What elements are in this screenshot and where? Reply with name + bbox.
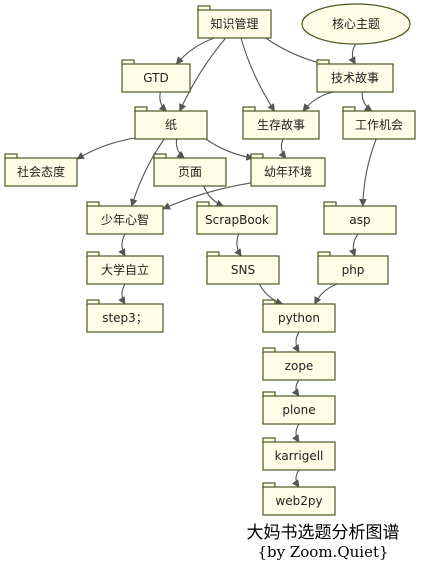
node-hexin-shape [301, 3, 411, 45]
node-zope-label: zope [285, 359, 314, 373]
node-web2py-label: web2py [275, 494, 322, 508]
node-sns-label: SNS [231, 263, 255, 277]
edge-zhishi-to-zhi [179, 37, 227, 112]
node-zhi: 纸 [134, 106, 208, 140]
node-zhi-label: 纸 [165, 118, 177, 132]
node-karrigell-label: karrigell [275, 449, 324, 463]
edge-sns-to-python [258, 283, 284, 306]
edge-gtd-to-zhi [158, 91, 168, 112]
node-shehui: 社会态度 [4, 153, 78, 187]
edge-shengcun-to-younian [278, 138, 287, 159]
node-shehui-label: 社会态度 [17, 164, 65, 179]
node-shengcun: 生存故事 [242, 106, 320, 140]
node-zhishi: 知识管理 [197, 5, 272, 39]
node-python-shape [262, 303, 336, 333]
node-daxue-shape [86, 255, 164, 285]
node-shaonian-label: 少年心智 [101, 212, 149, 227]
node-asp-shape [323, 205, 397, 235]
node-zhishi-label: 知识管理 [210, 16, 258, 31]
edge-zhi-to-younian [205, 138, 254, 161]
node-yemian: 页面 [153, 153, 227, 187]
node-step3-label: step3； [102, 311, 148, 325]
edge-scrapbook-to-sns [234, 233, 242, 257]
edge-zope-to-plone [291, 379, 300, 397]
node-sns-shape [206, 255, 280, 285]
node-jishu-shape [316, 63, 394, 93]
node-gtd-shape [121, 63, 191, 93]
edge-zhishi-to-shengcun [240, 37, 276, 112]
edge-jishu-to-shengcun [302, 91, 334, 112]
node-karrigell: karrigell [262, 437, 336, 471]
node-web2py-shape [262, 486, 336, 516]
node-jishu: 技术故事 [316, 59, 394, 93]
node-gtd: GTD [121, 59, 191, 93]
edge-python-to-zope [292, 331, 300, 353]
edge-zhishi-to-gtd [175, 37, 215, 65]
node-gtd-label: GTD [143, 71, 168, 85]
edge-gongzuo-to-asp [359, 138, 377, 207]
edge-zhi-to-shehui [76, 137, 136, 160]
edge-zhi-to-yemian [175, 138, 185, 159]
node-python: python [262, 299, 336, 333]
edge-asp-to-php [348, 233, 359, 257]
edge-plone-to-karrigell [291, 423, 300, 443]
node-gongzuo-shape [342, 110, 416, 140]
node-plone: plone [262, 391, 336, 425]
node-scrapbook-label: ScrapBook [205, 213, 269, 227]
node-step3: step3； [86, 299, 164, 333]
node-younian-shape [250, 157, 326, 187]
node-daxue: 大学自立 [86, 251, 164, 285]
edge-zhi-to-shaonian [130, 138, 165, 207]
node-asp: asp [323, 201, 397, 235]
node-scrapbook: ScrapBook [196, 201, 278, 235]
node-sns: SNS [206, 251, 280, 285]
node-shaonian: 少年心智 [86, 201, 164, 235]
node-php-label: php [342, 263, 365, 277]
node-php-shape [317, 255, 389, 285]
edge-daxue-to-step3 [118, 283, 126, 305]
node-asp-label: asp [349, 213, 370, 227]
node-shaonian-shape [86, 205, 164, 235]
node-karrigell-shape [262, 441, 336, 471]
edge-younian-to-shaonian [162, 182, 252, 210]
node-zope-shape [262, 351, 336, 381]
node-gongzuo: 工作机会 [342, 106, 416, 140]
node-daxue-label: 大学自立 [101, 262, 149, 277]
node-hexin-label: 核心主题 [332, 17, 380, 31]
node-plone-label: plone [282, 403, 315, 417]
node-shengcun-label: 生存故事 [257, 117, 305, 132]
node-python-label: python [278, 311, 320, 325]
edge-php-to-python [314, 283, 338, 305]
node-shengcun-shape [242, 110, 320, 140]
edge-hexin-to-jishu [348, 43, 357, 65]
caption-title: 大妈书选题分析图谱 [246, 523, 400, 543]
node-scrapbook-shape [196, 205, 278, 235]
node-plone-shape [262, 395, 336, 425]
edge-yemian-to-scrapbook [203, 185, 225, 207]
node-step3-shape [86, 303, 164, 333]
node-zhi-shape [134, 110, 208, 140]
node-web2py: web2py [262, 482, 336, 516]
edge-zhishi-to-jishu [265, 37, 325, 67]
node-younian: 幼年环境 [250, 153, 326, 187]
edge-shaonian-to-daxue [118, 233, 126, 257]
node-zhishi-shape [197, 9, 272, 39]
edge-karrigell-to-web2py [291, 469, 300, 488]
node-yemian-label: 页面 [178, 165, 202, 179]
node-php: php [317, 251, 389, 285]
node-younian-label: 幼年环境 [264, 164, 312, 179]
edge-jishu-to-gongzuo [361, 91, 373, 112]
caption-author: {by Zoom.Quiet} [257, 543, 389, 561]
node-zope: zope [262, 347, 336, 381]
node-gongzuo-label: 工作机会 [355, 118, 403, 132]
edges-layer [76, 37, 377, 488]
node-shehui-shape [4, 157, 78, 187]
node-hexin: 核心主题 [301, 3, 411, 45]
node-jishu-label: 技术故事 [331, 70, 379, 85]
node-yemian-shape [153, 157, 227, 187]
